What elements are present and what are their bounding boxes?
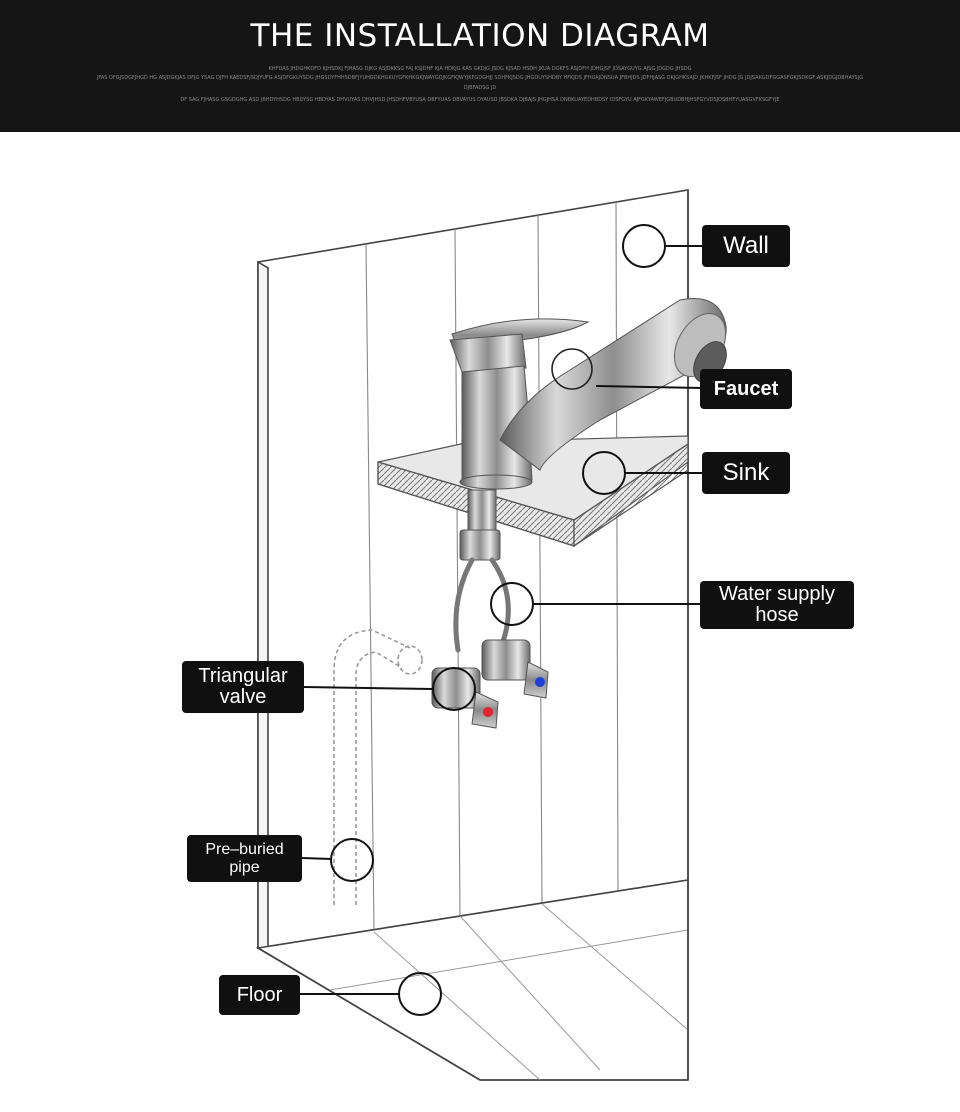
faucet-drawing: [449, 298, 727, 561]
label-water-supply-hose-text: hose: [755, 604, 799, 626]
label-triangular-valve-text: Triangular: [198, 665, 288, 687]
triangular-valve-drawing: [431, 639, 549, 729]
label-floor-text: Floor: [236, 983, 283, 1006]
label-pre-buried-pipe-text: pipe: [229, 858, 260, 876]
header-fine-print: KHFDAS JHDGHKDFD KJHSDKJ FJHASG DJKG ASJ…: [268, 66, 692, 72]
label-triangular-valve-text: valve: [219, 686, 267, 708]
label-sink-text: Sink: [722, 459, 770, 486]
header-fine-print: DF SAG FJHASG GSGDGHG ASD JBHDYHSDG HBDY…: [180, 97, 780, 103]
wall-structure: [255, 189, 689, 1081]
label-faucet-text: Faucet: [713, 377, 779, 400]
label-pre-buried-pipe: Pre–buried pipe: [187, 835, 302, 882]
label-triangular-valve: Triangular valve: [182, 661, 304, 713]
header-banner: THE INSTALLATION DIAGRAM KHFDAS JHDGHKDF…: [0, 0, 960, 132]
label-wall: Wall: [702, 225, 790, 267]
header-fine-print: DJBFADSG JD: [463, 85, 497, 91]
pre-buried-pipe-drawing: [333, 629, 423, 905]
callout-circle-faucet: [551, 348, 593, 390]
page-title: THE INSTALLATION DIAGRAM: [250, 18, 710, 54]
label-sink: Sink: [702, 452, 790, 494]
label-water-supply-hose: Water supply hose: [700, 581, 854, 629]
label-faucet: Faucet: [700, 369, 792, 409]
header-fine-print: JFAS DFGJSDGFJHGD HG ASJDGKJAS DFJG YSAG…: [96, 75, 864, 81]
callout-circle-pipe: [330, 838, 374, 882]
label-pre-buried-pipe-text: Pre–buried: [205, 840, 284, 858]
label-wall-text: Wall: [723, 232, 769, 259]
label-water-supply-hose-text: Water supply: [719, 583, 835, 605]
label-floor: Floor: [219, 975, 300, 1015]
